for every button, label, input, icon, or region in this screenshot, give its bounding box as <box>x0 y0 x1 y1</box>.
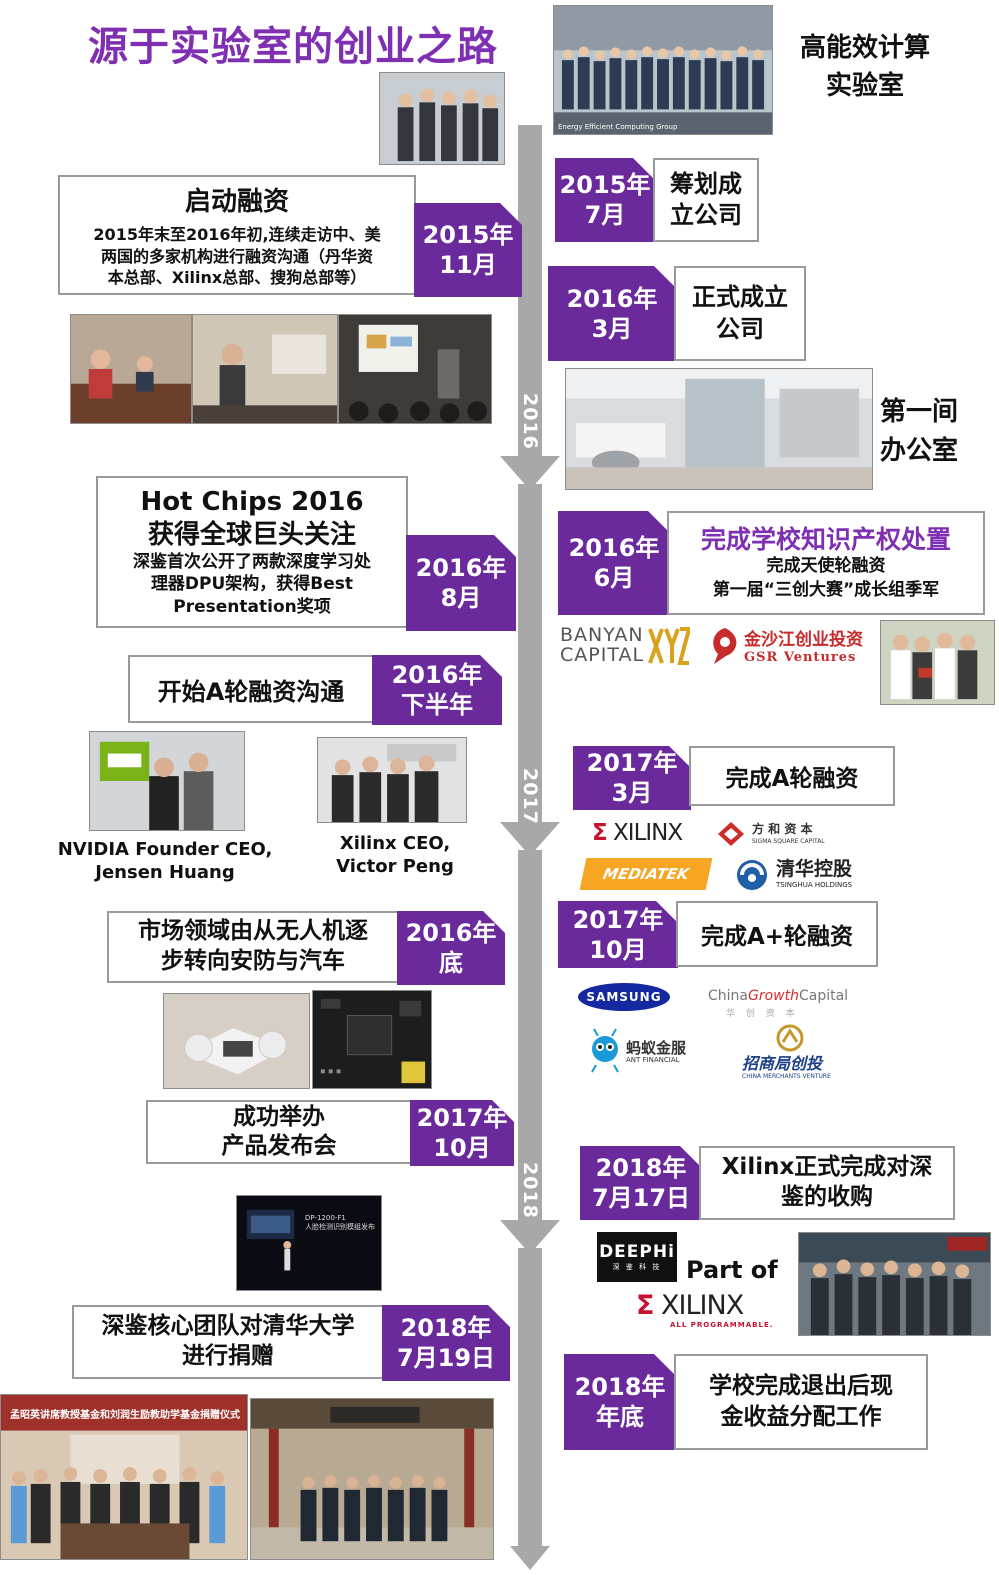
dpu-board-photo <box>312 990 432 1089</box>
event-card-plan-company: 筹划成立公司 <box>653 158 759 242</box>
sigma-square-icon <box>716 820 746 848</box>
meeting-photo-2 <box>192 314 338 424</box>
samsung-logo: SAMSUNG <box>578 983 670 1011</box>
xyz-logo-icon <box>648 627 692 665</box>
event-card-company-founded: 正式成立公司 <box>674 266 806 361</box>
timeline-segment-2018 <box>518 850 542 1222</box>
xilinx-ceo-photo <box>317 737 467 823</box>
lab-label: 高能效计算 实验室 <box>799 33 930 101</box>
donation-ceremony-photo: 孟昭英讲席教授基金和刘润生励教助学基金捐赠仪式 <box>0 1394 248 1560</box>
xilinx-logo: Σ XILINX <box>592 820 683 846</box>
nvidia-caption: NVIDIA Founder CEO,Jensen Huang <box>57 839 273 884</box>
office-label: 第一间 办公室 <box>880 397 959 466</box>
year-label-2016: 2016 <box>519 393 541 450</box>
event-date-2016-h2: 2016年下半年 <box>372 655 502 725</box>
event-date-2018-end: 2018年年底 <box>564 1354 676 1450</box>
event-card-product-launch: 成功举办产品发布会 <box>146 1100 412 1164</box>
meeting-photo-1 <box>70 314 192 424</box>
cmv-icon <box>775 1024 805 1052</box>
lab-photo-caption: Energy Efficient Computing Group <box>558 123 678 131</box>
event-card-ip-disposal: 完成学校知识产权处置 完成天使轮融资 第一届“三创大赛”成长组季军 <box>667 511 985 615</box>
china-merchants-venture-logo: 招商局创投 CHINA MERCHANTS VENTURE <box>742 1054 831 1081</box>
event-date-2016-end: 2016年底 <box>397 911 505 985</box>
event-card-series-a-talks: 开始A轮融资沟通 <box>128 655 374 723</box>
mediatek-logo: MEDIATEK <box>579 858 713 890</box>
event-card-start-funding: 启动融资 2015年末至2016年初,连续走访中、美 两国的多家机构进行融资沟通… <box>58 175 416 295</box>
event-card-school-exit: 学校完成退出后现金收益分配工作 <box>674 1354 928 1450</box>
event-card-tsinghua-donation: 深鉴核心团队对清华大学进行捐赠 <box>72 1305 384 1379</box>
deephi-logo: DEEPHi 深 鉴 科 技 <box>597 1232 677 1282</box>
team-photo-small <box>379 72 505 165</box>
event-card-series-a-done: 完成A轮融资 <box>689 746 895 806</box>
tsinghua-holdings-logo: 清华控股 TSINGHUA HOLDINGS <box>776 858 853 889</box>
xilinx-team-photo <box>798 1232 991 1336</box>
timeline-segment-2016 <box>518 125 542 458</box>
gsr-ventures-icon <box>708 626 742 666</box>
timeline-tail <box>518 1248 542 1548</box>
presentation-photo <box>338 314 492 424</box>
nvidia-ceo-photo <box>89 731 245 831</box>
ant-financial-logo: 蚂蚁金服 ANT FINANCIAL <box>626 1039 687 1064</box>
drone-photo <box>163 993 310 1089</box>
ant-financial-icon <box>586 1027 624 1073</box>
donation-banner-text: 孟昭英讲席教授基金和刘润生励教助学基金捐赠仪式 <box>10 1409 240 1421</box>
timeline-segment-2017 <box>518 484 542 824</box>
page-title: 源于实验室的创业之路 <box>88 24 498 70</box>
china-growth-capital-subtitle: 华 创 资 本 <box>726 1009 799 1019</box>
lab-group-photo: Energy Efficient Computing Group <box>553 5 773 135</box>
tsinghua-building-photo <box>250 1398 494 1560</box>
part-of-label: Part of <box>686 1256 778 1284</box>
sigma-square-logo: 方 和 资 本 SIGMA SQUARE CAPITAL <box>752 822 825 845</box>
event-card-xilinx-acquisition: Xilinx正式完成对深鉴的收购 <box>699 1146 955 1220</box>
xilinx-ceo-caption: Xilinx CEO,Victor Peng <box>336 833 454 878</box>
gsr-ventures-logo: 金沙江创业投资 GSR Ventures <box>744 630 863 666</box>
year-label-2018: 2018 <box>519 1162 541 1219</box>
china-growth-capital-logo: ChinaGrowthCapital <box>708 988 849 1004</box>
event-card-hot-chips: Hot Chips 2016 获得全球巨头关注 深鉴首次公开了两款深度学习处 理… <box>96 476 408 628</box>
tsinghua-holdings-icon <box>734 858 770 892</box>
product-launch-photo: DP-1200-F1 人脸检测识别模组发布 <box>236 1195 382 1291</box>
award-photo <box>880 620 995 705</box>
event-card-series-a-plus: 完成A+轮融资 <box>676 901 878 967</box>
xilinx-all-programmable-logo: Σ XILINX ALL PROGRAMMABLE. <box>636 1290 774 1329</box>
timeline-end-arrowhead <box>510 1546 550 1570</box>
year-label-2017: 2017 <box>519 768 541 825</box>
event-card-market-shift: 市场领域由从无人机逐步转向安防与汽车 <box>107 911 399 983</box>
first-office-photo <box>565 368 873 490</box>
launch-screen-text: DP-1200-F1 人脸检测识别模组发布 <box>305 1214 375 1232</box>
